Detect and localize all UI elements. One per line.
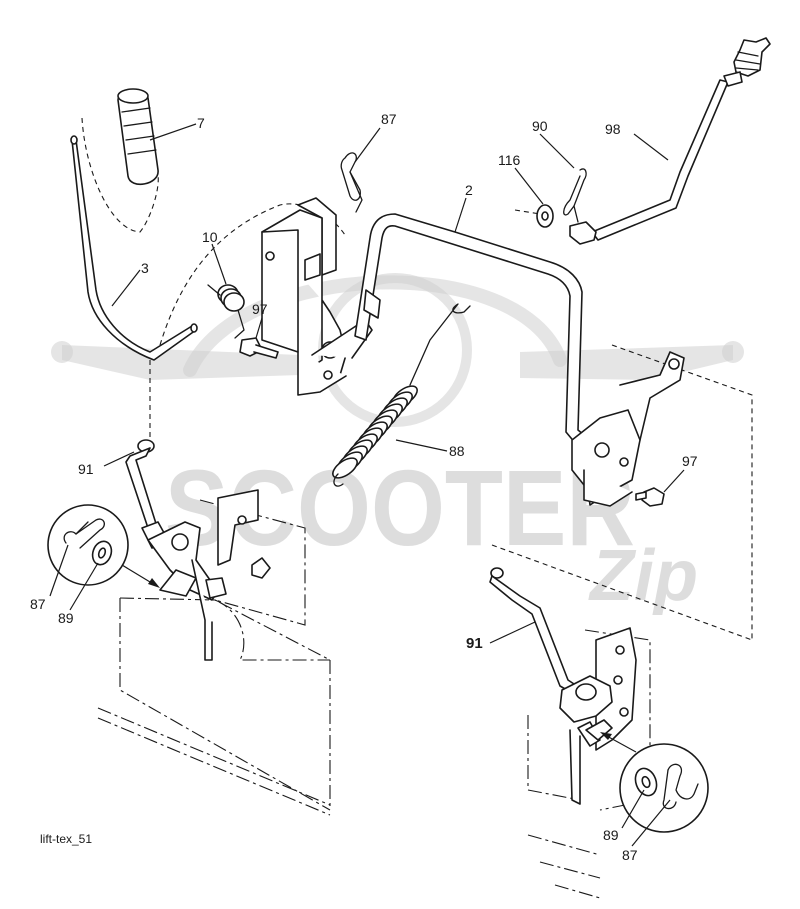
callout-89-right: 89 — [603, 827, 619, 843]
callout-87-top: 87 — [381, 111, 397, 127]
hairpin-clip-icon-90 — [563, 168, 587, 223]
callout-98: 98 — [605, 121, 621, 137]
leader-lines — [49, 123, 685, 847]
torsion-spring-10 — [207, 284, 245, 339]
lift-link-right — [489, 567, 581, 695]
guide-arc — [159, 203, 346, 346]
right-lift-bracket — [571, 351, 685, 507]
callout-88: 88 — [449, 443, 465, 459]
bolt-icon-right — [635, 487, 665, 507]
detail-circle-right — [600, 732, 709, 833]
right-lower-bracket — [559, 627, 637, 805]
callout-7: 7 — [197, 115, 205, 131]
callout-10: 10 — [202, 229, 218, 245]
adjust-rod-98 — [569, 37, 771, 245]
detail-circle-left — [47, 504, 160, 588]
callout-97-left: 97 — [252, 301, 268, 317]
diagram-caption: lift-tex_51 — [40, 832, 93, 846]
callout-3: 3 — [141, 260, 149, 276]
watermark: SCOOTER Zip — [51, 273, 744, 616]
extension-spring-icon — [332, 303, 471, 487]
callouts: 7 87 10 3 97 2 90 98 116 88 97 91 87 89 … — [30, 111, 698, 863]
washer-icon-116 — [514, 204, 554, 228]
watermark-script: Zip — [588, 536, 698, 616]
callout-91-left: 91 — [78, 461, 94, 477]
lift-link-left — [125, 439, 169, 549]
callout-90: 90 — [532, 118, 548, 134]
callout-2: 2 — [465, 182, 473, 198]
lift-handle-rod — [70, 117, 198, 361]
callout-91-right: 91 — [466, 635, 483, 652]
left-lower-bracket — [147, 489, 271, 661]
callout-87-left: 87 — [30, 596, 46, 612]
callout-87-right: 87 — [622, 847, 638, 863]
callout-97-right: 97 — [682, 453, 698, 469]
pivot-bracket — [261, 197, 373, 396]
callout-116: 116 — [498, 152, 521, 168]
callout-89-left: 89 — [58, 610, 74, 626]
handle-grip-icon — [117, 88, 159, 186]
bolt-icon-left — [239, 337, 279, 359]
left-deck-outline — [97, 499, 331, 816]
hairpin-clip-icon-top — [340, 152, 363, 213]
